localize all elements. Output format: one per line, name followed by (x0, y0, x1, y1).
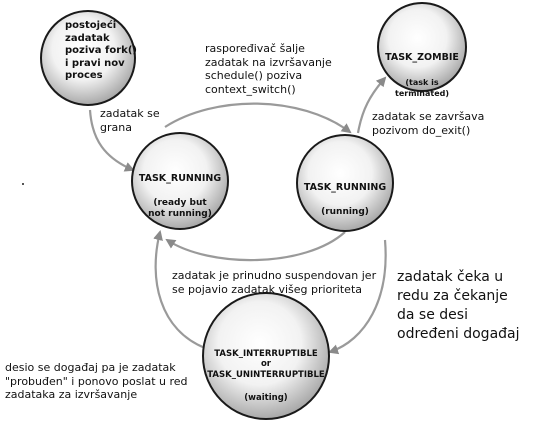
node-running-ready (131, 132, 229, 230)
node-waiting (202, 292, 330, 420)
arrow-fork-to-ready (88, 109, 135, 172)
node-waiting-label: TASK_INTERRUPTIBLE or TASK_UNINTERRUPTIB… (203, 338, 329, 414)
label-forked: zadatak se grana (100, 107, 160, 134)
node-waiting-sub: (waiting) (244, 392, 288, 403)
node-running-title: TASK_RUNNING (303, 181, 387, 193)
arrow-waiting-to-ready (153, 230, 206, 350)
label-scheduler: raspoređivač šalje zadatak na izvršavanj… (205, 42, 332, 96)
node-waiting-title: TASK_INTERRUPTIBLE or TASK_UNINTERRUPTIB… (207, 348, 325, 380)
node-running-ready-label: TASK_RUNNING (ready but not running) (134, 161, 226, 232)
node-running-ready-sub: (ready but not running) (148, 197, 212, 220)
node-zombie-title: TASK_ZOMBIE (385, 51, 459, 63)
arrow-ready-to-running (164, 102, 352, 134)
node-running-label: TASK_RUNNING (running) (299, 170, 391, 230)
label-exit: zadatak se završava pozivom do_exit() (372, 110, 485, 137)
label-woken: desio se događaj pa je zadatak "probuđen… (5, 361, 188, 401)
arrow-running-to-ready (165, 231, 346, 262)
label-preempted: zadatak je prinudno suspendovan jer se p… (172, 269, 377, 296)
node-zombie (377, 2, 467, 92)
node-zombie-label: TASK_ZOMBIE (task is terminated) (378, 40, 466, 111)
node-running-ready-title: TASK_RUNNING (138, 172, 222, 184)
node-running-sub: (running) (321, 206, 369, 217)
label-waits: zadatak čeka u redu za čekanje da se des… (397, 269, 520, 342)
arrow-running-to-waiting (328, 239, 387, 355)
stray-mark (22, 183, 24, 185)
node-running (296, 134, 394, 232)
node-zombie-sub: (task is terminated) (395, 77, 449, 99)
arrow-running-to-zombie (356, 76, 387, 134)
node-new-process (40, 10, 136, 106)
node-new-process-label: postojeći zadatak poziva fork() i pravi … (65, 20, 137, 81)
